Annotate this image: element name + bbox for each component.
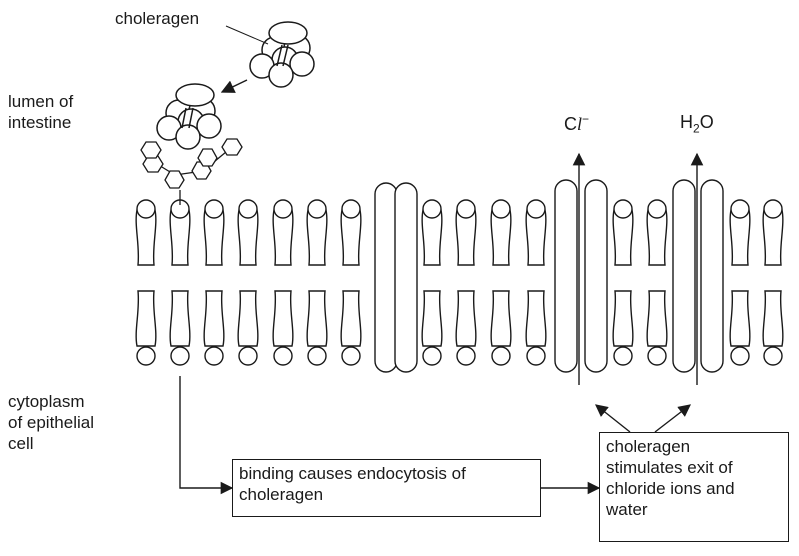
- channel-protein: [394, 182, 418, 373]
- phospholipid: [646, 199, 668, 366]
- phospholipid: [169, 199, 191, 366]
- stimulate-chloride-arrow: [595, 404, 631, 433]
- stimulate-water-arrow: [654, 404, 691, 433]
- chloride-ion-label: Cl−: [564, 112, 590, 134]
- channel-protein: [672, 179, 696, 373]
- choleragen-movement-arrow: [220, 79, 248, 93]
- channel-protein: [554, 179, 578, 373]
- phospholipid: [237, 199, 259, 366]
- water-molecule-label: H2O: [680, 112, 714, 136]
- endocytosis-box: binding causes endocytosis of choleragen: [232, 459, 541, 517]
- phospholipid: [612, 199, 634, 366]
- channel-protein: [374, 182, 398, 373]
- channel-protein: [700, 179, 724, 373]
- binding-flow-arrow: [179, 376, 234, 495]
- stimulation-box: choleragen stimulates exit of chloride i…: [599, 432, 789, 542]
- lumen-label: lumen of intestine: [8, 92, 74, 132]
- membrane-proteins: [374, 179, 724, 373]
- phospholipid: [525, 199, 547, 366]
- phospholipid: [306, 199, 328, 366]
- phospholipid: [762, 199, 784, 366]
- choleragen-molecule-bound: [156, 83, 222, 150]
- phospholipid: [340, 199, 362, 366]
- phospholipid-bilayer: [135, 199, 784, 366]
- choleragen-molecule-free: [249, 21, 315, 88]
- glycolipid-receptor: [140, 138, 243, 205]
- channel-protein: [584, 179, 608, 373]
- phospholipid: [203, 199, 225, 366]
- phospholipid: [455, 199, 477, 366]
- cytoplasm-label: cytoplasm of epithelial cell: [8, 392, 95, 453]
- phospholipid: [421, 199, 443, 366]
- choleragen-label: choleragen: [115, 9, 200, 28]
- phospholipid: [135, 199, 157, 366]
- phospholipid: [272, 199, 294, 366]
- phospholipid: [490, 199, 512, 366]
- phospholipid: [729, 199, 751, 366]
- choleragen-pointer-line: [225, 25, 269, 45]
